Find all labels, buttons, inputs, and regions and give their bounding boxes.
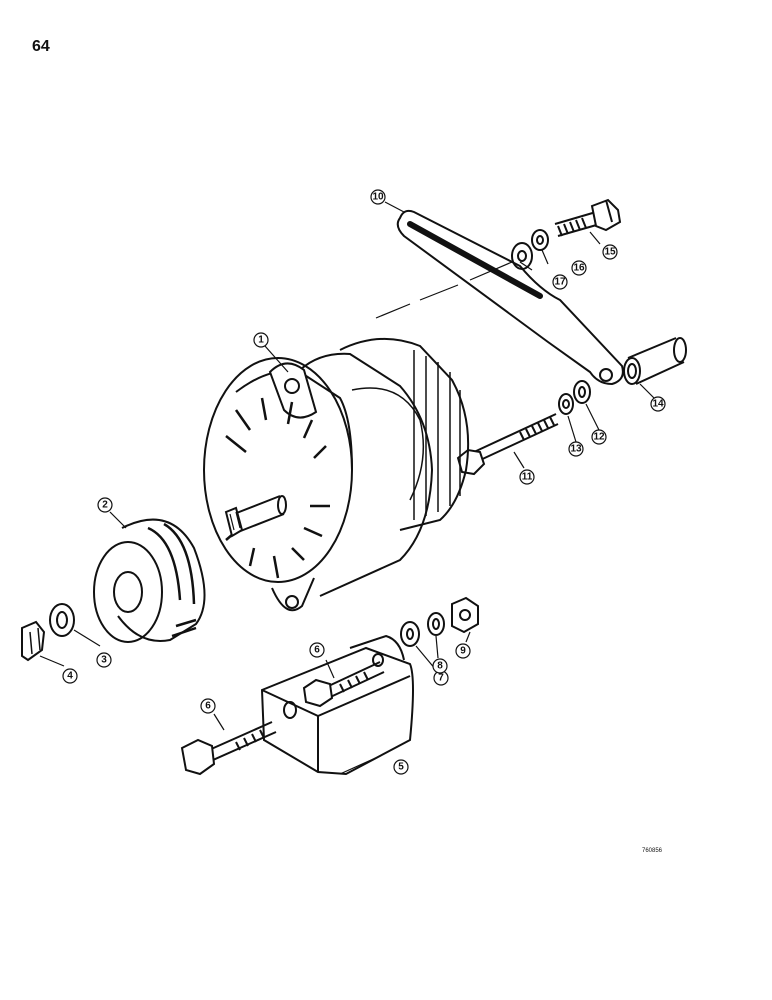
adjusting-strap: [396, 209, 624, 386]
callout-2: 2: [97, 497, 113, 513]
leader-lines: [39, 201, 657, 775]
svg-text:11: 11: [522, 472, 533, 483]
page-number: 64: [32, 38, 50, 55]
svg-text:5: 5: [398, 762, 404, 773]
lock-washer-13: [558, 393, 574, 415]
callout-1: 1: [253, 332, 269, 348]
callout-13: 13: [568, 441, 584, 457]
svg-text:4: 4: [67, 671, 73, 682]
svg-text:3: 3: [101, 655, 107, 666]
callout-4: 4: [62, 668, 78, 684]
callout-3: 3: [96, 652, 112, 668]
spacer-14: [623, 337, 687, 385]
callout-15: 15: [602, 244, 618, 260]
drawing-code: 760856: [642, 848, 663, 854]
mounting-bracket: [260, 634, 414, 776]
svg-text:9: 9: [460, 646, 466, 657]
svg-text:14: 14: [652, 399, 664, 410]
callout-16: 16: [571, 260, 587, 276]
alignment-line: [375, 261, 513, 319]
svg-text:6: 6: [314, 645, 320, 656]
svg-text:2: 2: [102, 500, 108, 511]
nut-4: [21, 620, 46, 662]
svg-text:17: 17: [554, 277, 566, 288]
flat-washer-17: [511, 242, 533, 270]
callout-8: 8: [432, 658, 448, 674]
callout-7: 7: [433, 670, 449, 686]
lock-washer-16: [531, 229, 549, 251]
callout-6-lower: 6: [200, 698, 216, 714]
callout-6-upper: 6: [309, 642, 325, 658]
pulley: [93, 518, 206, 643]
svg-text:13: 13: [570, 444, 582, 455]
svg-text:7: 7: [438, 673, 444, 684]
long-bolt-11: [456, 413, 559, 476]
callout-12: 12: [591, 429, 607, 445]
flat-washer-12: [573, 380, 591, 404]
svg-text:15: 15: [604, 247, 616, 258]
bolt-15: [554, 198, 622, 237]
svg-text:12: 12: [593, 432, 605, 443]
callout-11: 11: [519, 469, 535, 485]
bolt-6-upper: [302, 661, 385, 708]
svg-text:1: 1: [258, 335, 264, 346]
nut-9: [451, 596, 479, 634]
svg-text:8: 8: [437, 661, 443, 672]
callouts: 1 2 3 4 5 6 6 7: [62, 189, 666, 775]
svg-text:16: 16: [573, 263, 585, 274]
callout-9: 9: [455, 643, 471, 659]
lock-washer-8: [427, 612, 445, 636]
svg-text:10: 10: [372, 192, 384, 203]
alternator: [203, 337, 470, 612]
callout-17: 17: [552, 274, 568, 290]
svg-text:6: 6: [205, 701, 211, 712]
callout-5: 5: [393, 759, 409, 775]
callout-14: 14: [650, 396, 666, 412]
lock-washer-3: [49, 603, 75, 637]
flat-washer-7: [400, 621, 420, 647]
callout-10: 10: [370, 189, 386, 205]
bolt-6-lower: [180, 721, 277, 776]
